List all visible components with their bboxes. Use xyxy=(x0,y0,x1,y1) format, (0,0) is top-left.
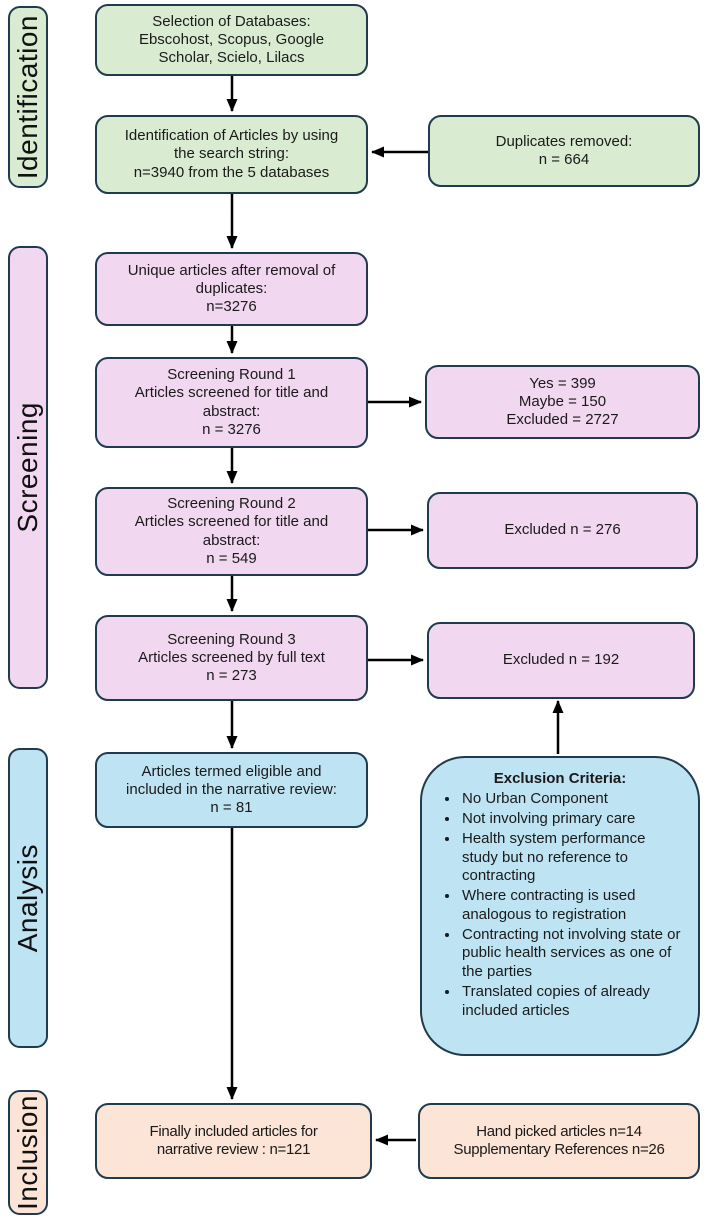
exclusion-item: Contracting not involving state or publi… xyxy=(460,926,684,982)
exclusion-criteria-list: No Urban Component Not involving primary… xyxy=(430,790,690,1021)
stage-label-identification-text: Identification xyxy=(12,14,43,180)
screening-round-3-box: Screening Round 3 Articles screened by f… xyxy=(95,615,368,701)
exclusion-item: Not involving primary care xyxy=(460,810,684,829)
stage-label-inclusion: Inclusion xyxy=(8,1090,48,1215)
stage-label-screening-text: Screening xyxy=(12,402,43,533)
stage-label-analysis: Analysis xyxy=(8,748,48,1048)
exclusion-item: No Urban Component xyxy=(460,790,684,809)
finally-included-box: Finally included articles for narrative … xyxy=(95,1103,372,1179)
stage-label-identification: Identification xyxy=(8,6,48,188)
exclusion-item: Where contracting is used analogous to r… xyxy=(460,887,684,925)
screening-round-1-box: Screening Round 1 Articles screened for … xyxy=(95,357,368,448)
selection-of-databases-box: Selection of Databases: Ebscohost, Scopu… xyxy=(95,4,368,76)
stage-label-analysis-text: Analysis xyxy=(12,843,43,953)
exclusion-criteria-box: Exclusion Criteria: No Urban Component N… xyxy=(420,756,700,1056)
exclusion-item: Health system performance study but no r… xyxy=(460,830,684,886)
articles-eligible-box: Articles termed eligible and included in… xyxy=(95,752,368,828)
round-3-excluded-box: Excluded n = 192 xyxy=(427,622,695,699)
round-2-excluded-box: Excluded n = 276 xyxy=(427,492,698,569)
arrow-group xyxy=(226,76,564,1146)
handpicked-articles-box: Hand picked articles n=14 Supplementary … xyxy=(418,1103,700,1179)
round-1-result-box: Yes = 399 Maybe = 150 Excluded = 2727 xyxy=(425,365,700,439)
exclusion-criteria-title: Exclusion Criteria: xyxy=(493,770,627,787)
stage-label-inclusion-text: Inclusion xyxy=(12,1094,43,1210)
unique-articles-box: Unique articles after removal of duplica… xyxy=(95,252,368,326)
exclusion-item: Translated copies of already included ar… xyxy=(460,983,684,1021)
duplicates-removed-box: Duplicates removed: n = 664 xyxy=(428,115,700,187)
stage-label-screening: Screening xyxy=(8,246,48,689)
screening-round-2-box: Screening Round 2 Articles screened for … xyxy=(95,487,368,576)
identification-of-articles-box: Identification of Articles by using the … xyxy=(95,115,368,194)
